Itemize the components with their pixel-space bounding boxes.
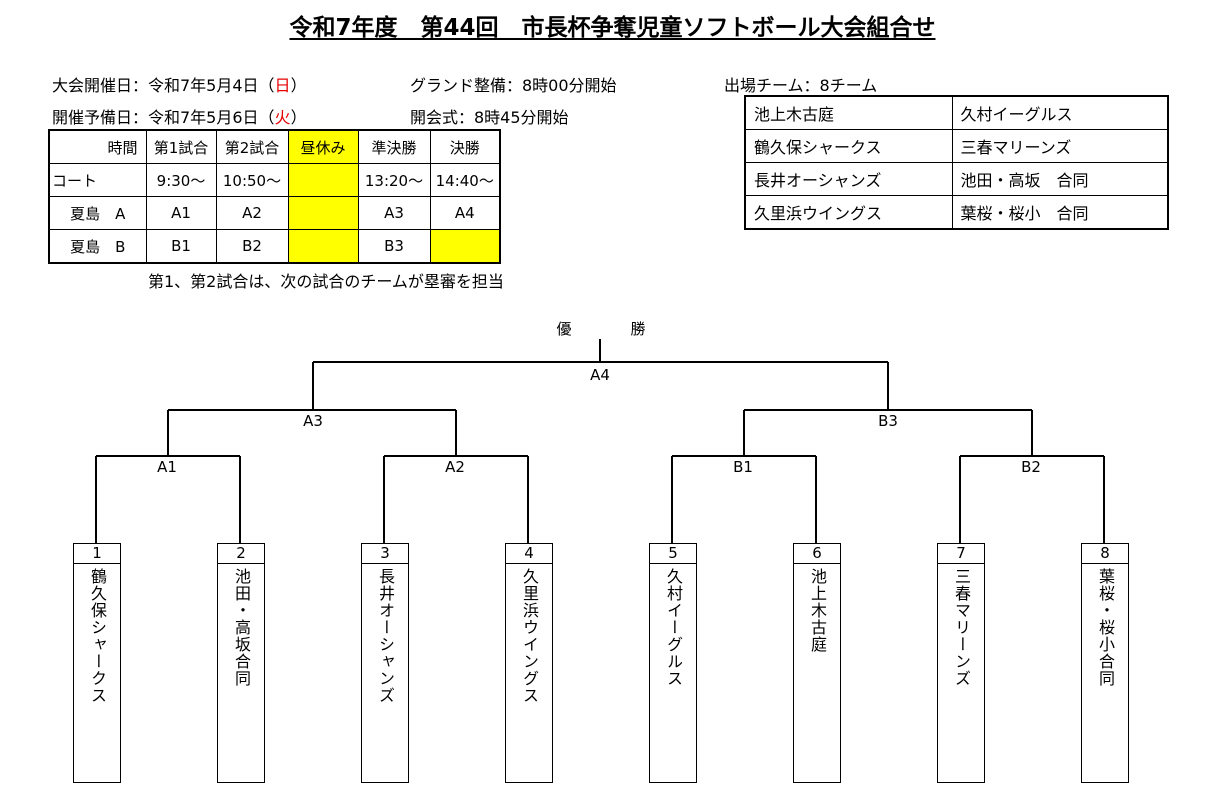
entry-team-name: 池田・高坂合同: [232, 568, 251, 687]
entry-team-name: 葉桜・桜小合同: [1096, 568, 1115, 687]
entry-number: 8: [1082, 544, 1128, 564]
event-date: 大会開催日：令和7年5月4日（日）: [52, 76, 307, 95]
entry-box-2: 2 池田・高坂合同: [217, 543, 265, 783]
header-cell: 第2試合: [215, 129, 289, 164]
teams-row: 長井オーシャンズ池田・高坂 合同: [744, 162, 1169, 196]
teams-row: 久里浜ウイングス葉桜・桜小 合同: [744, 195, 1169, 230]
court-name: 夏島 B: [48, 229, 147, 264]
ground-prep: グランド整備：8時00分開始: [410, 76, 617, 95]
lunch-cell: [287, 163, 359, 197]
team-cell: 三春マリーンズ: [951, 129, 1169, 163]
reserve-date: 開催予備日：令和7年5月6日（火）: [52, 108, 307, 127]
schedule-header-row: 時間 第1試合 第2試合 昼休み 準決勝 決勝: [48, 129, 501, 164]
header-cell: 決勝: [429, 129, 501, 164]
game-cell: B1: [145, 229, 217, 264]
entry-number: 3: [362, 544, 408, 564]
entry-team-name: 三春マリーンズ: [952, 568, 971, 687]
entry-box-1: 1 鶴久保シャークス: [73, 543, 121, 783]
game-cell: A1: [145, 196, 217, 230]
lunch-cell: [287, 229, 359, 264]
team-cell: 葉桜・桜小 合同: [951, 195, 1169, 230]
entry-box-4: 4 久里浜ウイングス: [505, 543, 553, 783]
entry-box-3: 3 長井オーシャンズ: [361, 543, 409, 783]
entry-number: 7: [938, 544, 984, 564]
schedule-time-row: コート 9:30～ 10:50～ 13:20～ 14:40～: [48, 163, 501, 197]
entry-team-name: 池上木古庭: [808, 568, 827, 653]
entry-team-name: 久里浜ウイングス: [520, 568, 539, 704]
schedule-row: 夏島 B B1 B2 B3: [48, 229, 501, 264]
game-cell: B3: [357, 229, 431, 264]
team-cell: 池田・高坂 合同: [951, 162, 1169, 196]
lunch-cell: [287, 196, 359, 230]
game-cell: B2: [215, 229, 289, 264]
semi-label: A3: [303, 412, 323, 430]
time-cell: 14:40～: [429, 163, 501, 197]
champion-label-1: 優: [556, 320, 572, 338]
entry-number: 1: [74, 544, 120, 564]
first-round-label: A1: [157, 458, 177, 476]
semi-label: B3: [878, 412, 898, 430]
schedule-table: 時間 第1試合 第2試合 昼休み 準決勝 決勝 コート 9:30～ 10:50～…: [48, 129, 501, 264]
schedule-row: 夏島 A A1 A2 A3 A4: [48, 196, 501, 230]
time-cell: 9:30～: [145, 163, 217, 197]
first-round-label: A2: [445, 458, 465, 476]
entry-box-7: 7 三春マリーンズ: [937, 543, 985, 783]
entry-box-6: 6 池上木古庭: [793, 543, 841, 783]
entry-team-name: 長井オーシャンズ: [376, 568, 395, 704]
game-cell: A3: [357, 196, 431, 230]
entry-number: 6: [794, 544, 840, 564]
champion-label-2: 勝: [630, 320, 646, 338]
entry-box-5: 5 久村イーグルス: [649, 543, 697, 783]
teams-table: 池上木古庭久村イーグルス 鶴久保シャークス三春マリーンズ 長井オーシャンズ池田・…: [744, 95, 1169, 230]
umpire-note: 第1、第2試合は、次の試合のチームが塁審を担当: [148, 272, 504, 291]
game-cell: A2: [215, 196, 289, 230]
entry-team-name: 鶴久保シャークス: [88, 568, 107, 704]
page-title: 令和7年度 第44回 市長杯争奪児童ソフトボール大会組合せ: [289, 15, 936, 41]
entry-box-8: 8 葉桜・桜小合同: [1081, 543, 1129, 783]
team-cell: 久里浜ウイングス: [744, 195, 953, 230]
opening-ceremony: 開会式：8時45分開始: [410, 108, 569, 127]
team-cell: 長井オーシャンズ: [744, 162, 953, 196]
final-label: A4: [590, 366, 610, 384]
first-round-label: B1: [733, 458, 753, 476]
team-cell: 久村イーグルス: [951, 95, 1169, 130]
court-label: コート: [48, 163, 147, 197]
first-round-label: B2: [1021, 458, 1041, 476]
court-name: 夏島 A: [48, 196, 147, 230]
entry-number: 4: [506, 544, 552, 564]
entry-team-name: 久村イーグルス: [664, 568, 683, 687]
empty-cell: [429, 229, 501, 264]
entry-number: 2: [218, 544, 264, 564]
game-cell: A4: [429, 196, 501, 230]
teams-count: 出場チーム：8チーム: [724, 76, 878, 95]
entry-number: 5: [650, 544, 696, 564]
